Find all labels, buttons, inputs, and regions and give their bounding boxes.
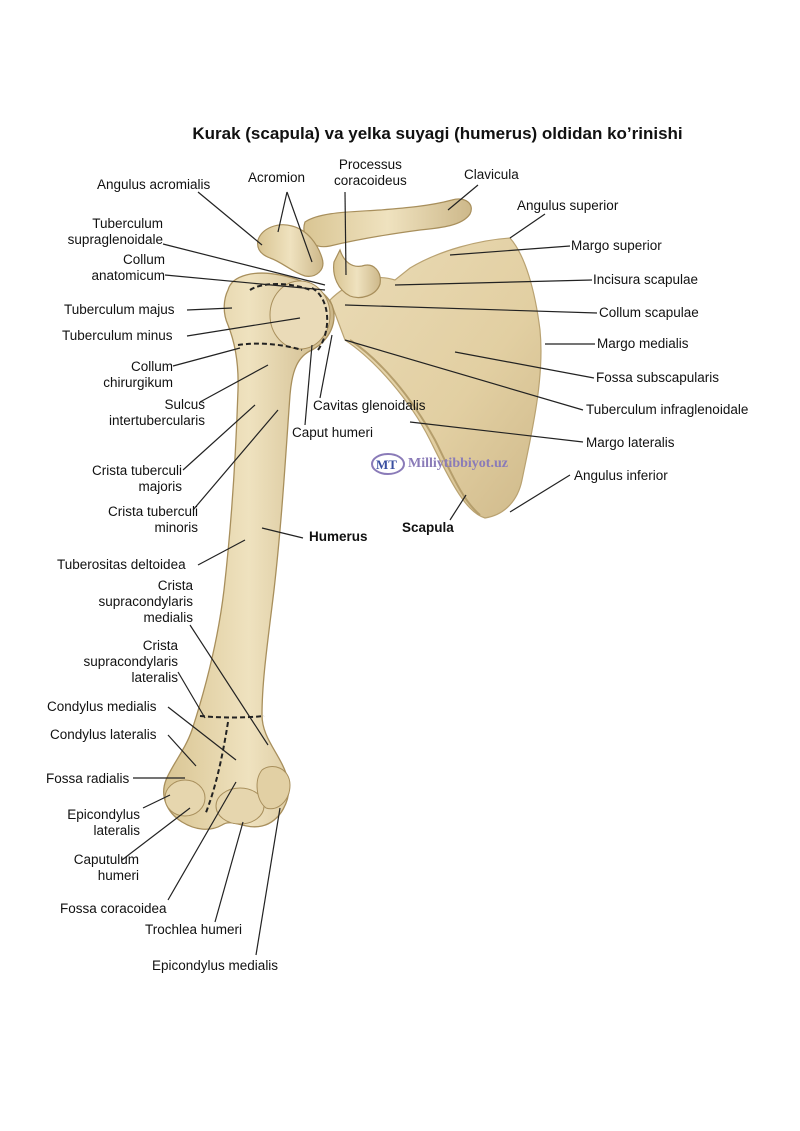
leader-epicondylus-medialis <box>255 807 281 956</box>
caput-humeri-shape <box>269 280 331 350</box>
leader-trochlea <box>214 821 244 923</box>
label-condylus-medialis: Condylus medialis <box>47 699 157 714</box>
acromion-shape <box>257 224 324 277</box>
label-condylus-lateralis: Condylus lateralis <box>50 727 157 742</box>
label-tuberculum-majus: Tuberculum majus <box>64 302 175 317</box>
leader-supracondylaris-medialis <box>189 624 269 746</box>
leader-epicondylus-lateralis <box>142 794 171 809</box>
trochlea-shape <box>215 787 265 825</box>
leader-supraglenoidale <box>162 243 326 286</box>
leader-angulus-acromialis <box>197 191 263 246</box>
watermark-text: Milliytibbiyot.uz <box>408 456 508 471</box>
clavicula-shape <box>303 198 472 248</box>
label-angulus-superior: Angulus superior <box>517 198 619 213</box>
leader-acromion-2 <box>286 191 313 263</box>
label-angulus-inferior: Angulus inferior <box>574 468 668 483</box>
leader-clavicula <box>447 184 479 211</box>
leader-condylus-medialis <box>167 706 237 761</box>
label-margo-medialis: Margo medialis <box>597 336 689 351</box>
label-cavitas-glenoidalis: Cavitas glenoidalis <box>313 398 426 413</box>
leader-fossa-coracoidea <box>167 781 237 901</box>
leader-tuberositas <box>197 539 246 566</box>
leader-angulus-inferior <box>509 474 571 513</box>
leader-collum-chirurgikum <box>172 347 241 367</box>
label-incisura-scapulae: Incisura scapulae <box>593 272 699 287</box>
leader-tuberculum-majus <box>186 307 233 311</box>
leader-humerus <box>261 527 304 539</box>
leader-processus <box>344 191 347 276</box>
label-caput-humeri: Caput humeri <box>292 425 374 440</box>
label-tuberculum-infraglenoidale: Tuberculum infraglenoidale <box>586 402 749 417</box>
leader-crista-minoris <box>192 409 279 511</box>
leader-scapula <box>449 494 467 521</box>
label-fossa-radialis: Fossa radialis <box>46 771 130 786</box>
label-epicondylus-medialis: Epicondylus medialis <box>152 958 279 973</box>
leader-acromion-1 <box>277 191 288 233</box>
label-fossa-subscapularis: Fossa subscapularis <box>596 370 720 385</box>
leader-incisura <box>394 279 593 286</box>
label-acromion: Acromion <box>248 170 306 185</box>
leader-angulus-superior <box>509 213 546 239</box>
condyle-dashes <box>199 715 265 816</box>
label-fossa-coracoidea: Fossa coracoidea <box>60 901 167 916</box>
leader-fossa-subscapularis <box>454 351 595 379</box>
label-humerus: Humerus <box>309 529 368 544</box>
leader-lines <box>121 184 598 956</box>
svg-text:MT: MT <box>376 457 397 472</box>
label-margo-superior: Margo superior <box>571 238 662 253</box>
label-trochlea-humeri: Trochlea humeri <box>145 922 243 937</box>
leader-collum-scapulae <box>344 304 598 314</box>
watermark: MT Milliytibbiyot.uz <box>370 452 508 476</box>
leader-margo-superior <box>449 245 571 256</box>
leader-condylus-lateralis <box>167 734 197 767</box>
humerus-shape <box>163 272 335 830</box>
figure-title: Kurak (scapula) va yelka suyagi (humerus… <box>192 124 683 143</box>
label-margo-lateralis: Margo lateralis <box>586 435 675 450</box>
scapula-lateral-ridge <box>349 339 481 516</box>
label-collum-scapulae: Collum scapulae <box>599 305 699 320</box>
leader-margo-lateralis <box>409 421 584 443</box>
leader-capitulum <box>121 807 191 861</box>
leader-supracondylaris-lateralis <box>177 671 206 719</box>
leader-crista-majoris <box>182 404 256 471</box>
label-tuberculum-minus: Tuberculum minus <box>62 328 173 343</box>
leader-tuberculum-minus <box>186 317 301 337</box>
leader-cavitas <box>319 334 333 399</box>
label-angulus-acromialis: Angulus acromialis <box>97 177 211 192</box>
leader-collum-anatomicum <box>164 274 326 291</box>
leader-caput-humeri <box>304 344 313 426</box>
head-outline-dashes <box>311 287 329 351</box>
label-tuberositas-deltoidea: Tuberositas deltoidea <box>57 557 186 572</box>
capitulum-shape <box>164 779 206 817</box>
epicondylus-medialis-shape <box>256 766 291 810</box>
leader-infraglenoidale <box>344 339 584 411</box>
milliytibbiyot-logo-icon: MT <box>371 453 405 475</box>
label-clavicula: Clavicula <box>464 167 519 182</box>
scapula-shape <box>329 237 542 519</box>
leader-sulcus <box>199 364 269 403</box>
label-scapula: Scapula <box>402 520 454 535</box>
